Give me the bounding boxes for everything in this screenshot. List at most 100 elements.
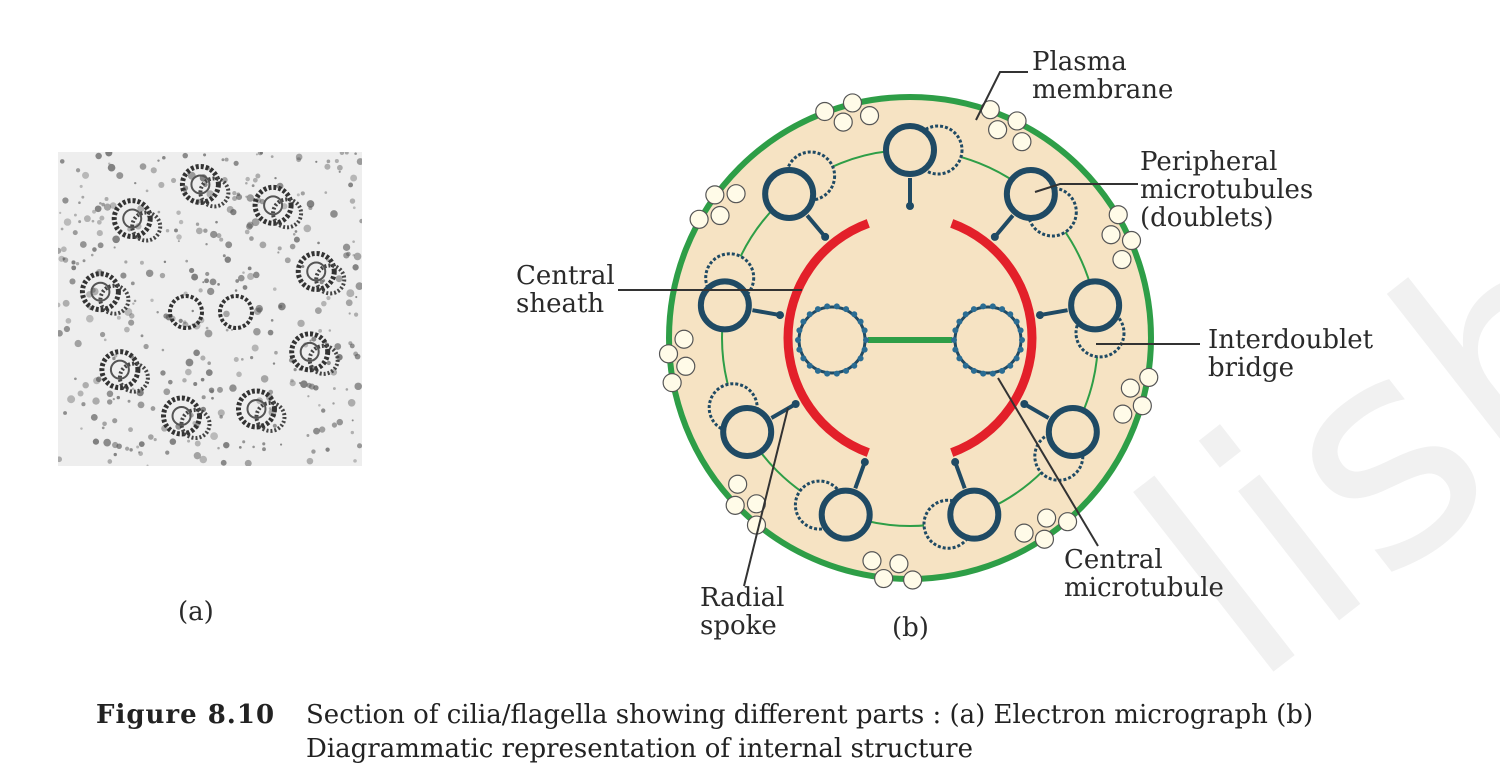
micrograph-grain xyxy=(249,236,254,241)
protofilament xyxy=(851,311,858,318)
micrograph-grain xyxy=(344,152,349,155)
micrograph-grain xyxy=(352,264,359,271)
micrograph-grain xyxy=(242,285,248,290)
micrograph-grain xyxy=(348,182,354,188)
micrograph-grain xyxy=(279,443,283,446)
micrograph-grain xyxy=(205,326,209,330)
dynein-arm xyxy=(842,93,863,113)
radial-spoke-head xyxy=(990,232,999,241)
micrograph-grain xyxy=(354,382,362,391)
micrograph-grain xyxy=(90,253,94,257)
micrograph-grain xyxy=(245,176,250,182)
micrograph-grain xyxy=(97,242,104,249)
micrograph-grain xyxy=(306,434,310,437)
micrograph-grain xyxy=(120,272,127,279)
micrograph-grain xyxy=(296,193,300,197)
peripheral-doublet xyxy=(815,93,964,210)
micrograph-grain xyxy=(314,307,322,314)
micrograph-grain xyxy=(244,229,250,235)
peripheral-doublet xyxy=(689,150,837,241)
micrograph-grain xyxy=(168,379,173,385)
micrograph-grain xyxy=(337,164,343,171)
micrograph-grain xyxy=(101,426,105,430)
micrograph-grain xyxy=(219,237,224,242)
protofilament xyxy=(1007,311,1014,318)
micrograph-grain xyxy=(74,377,77,381)
micrograph-grain xyxy=(193,349,200,357)
micrograph-ring xyxy=(246,398,267,419)
dynein-arm xyxy=(1101,225,1121,245)
micrograph-ring xyxy=(179,407,212,440)
micrograph-grain xyxy=(255,153,258,156)
micrograph-grain xyxy=(200,377,205,382)
dynein-arm xyxy=(1037,508,1057,528)
micrograph-grain xyxy=(232,190,237,196)
micrograph-grain xyxy=(174,228,178,233)
label-radial-spoke: Radial spoke xyxy=(700,583,785,641)
radial-spoke xyxy=(1039,308,1068,318)
micrograph-grain xyxy=(232,196,238,202)
micrograph-grain xyxy=(298,381,302,385)
micrograph-grain xyxy=(202,281,205,284)
micrograph-grain xyxy=(82,171,90,179)
micrograph-grain xyxy=(79,241,87,248)
micrograph-grain xyxy=(355,282,362,290)
protofilament xyxy=(814,306,821,313)
micrograph-grain xyxy=(328,329,332,332)
micrograph-grain xyxy=(354,152,357,155)
protofilament xyxy=(952,327,959,334)
micrograph-grain xyxy=(193,381,198,387)
micrograph-ring xyxy=(79,271,121,313)
micrograph-grain xyxy=(225,328,229,332)
micrograph-grain xyxy=(247,266,252,271)
dynein-arm xyxy=(1120,378,1140,398)
protofilament xyxy=(1013,318,1020,325)
protofilament xyxy=(962,311,969,318)
micrograph-grain xyxy=(101,202,105,207)
micrograph-grain xyxy=(95,376,102,383)
micrograph-grain xyxy=(185,259,189,263)
micrograph-grain xyxy=(251,218,260,227)
micrograph-grain xyxy=(321,300,327,307)
micrograph-ring xyxy=(263,195,284,216)
protofilament xyxy=(800,355,807,362)
label-peripheral-microtubules: Peripheral microtubules (doublets) xyxy=(1140,147,1314,233)
micrograph-grain xyxy=(106,390,114,398)
protofilament xyxy=(833,303,840,310)
radial-spoke xyxy=(953,461,967,490)
dynein-arm xyxy=(1012,132,1032,152)
micrograph-grain xyxy=(272,423,277,428)
micrograph-grain xyxy=(82,259,86,263)
micrograph-grain xyxy=(158,181,165,188)
micrograph-grain xyxy=(274,350,278,355)
micrograph-grain xyxy=(353,312,359,317)
micrograph-grain xyxy=(78,220,82,224)
micrograph-grain xyxy=(131,387,135,391)
micrograph-grain xyxy=(262,442,266,446)
micrograph-grain xyxy=(311,449,316,454)
micrograph-grain xyxy=(113,353,118,358)
micrograph-grain xyxy=(217,386,223,393)
dynein-arm xyxy=(689,209,709,229)
micrograph-grain xyxy=(83,215,91,223)
protofilament xyxy=(1007,362,1014,369)
micrograph-grain xyxy=(255,173,261,179)
radial-spoke-head xyxy=(776,311,785,320)
micrograph-grain xyxy=(203,228,208,233)
doublet-a-tubule xyxy=(1068,278,1123,333)
micrograph-grain xyxy=(59,211,62,214)
micrograph-grain xyxy=(185,358,194,367)
micrograph-ring xyxy=(254,400,287,433)
micrograph-grain xyxy=(139,260,144,265)
micrograph-grain xyxy=(290,378,294,383)
micrograph-grain xyxy=(116,172,124,180)
protofilament xyxy=(956,318,963,325)
micrograph-grain xyxy=(217,283,220,286)
electron-micrograph-image xyxy=(58,152,362,466)
micrograph-grain xyxy=(260,375,269,383)
micrograph-grain xyxy=(219,415,223,419)
micrograph-grain xyxy=(339,152,345,156)
micrograph-grain xyxy=(353,459,357,463)
doublet-a-tubule xyxy=(762,166,817,221)
micrograph-grain xyxy=(307,395,310,398)
